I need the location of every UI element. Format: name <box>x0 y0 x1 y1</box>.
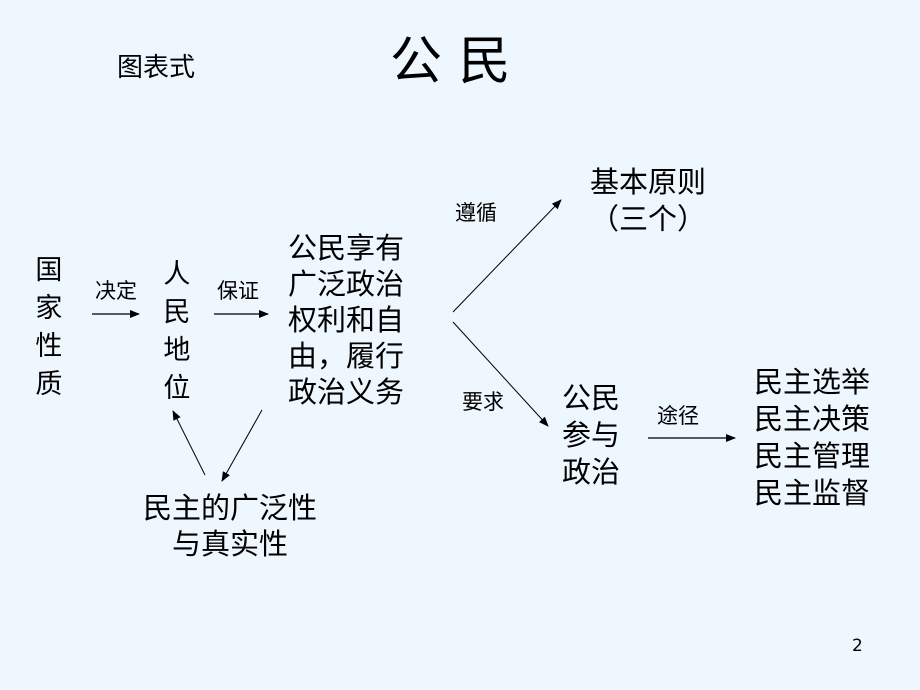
node-state-nature: 国家性质 <box>35 255 63 400</box>
node-citizen-rights: 公民享有 广泛政治 权利和自 由，履行 政治义务 <box>288 231 405 409</box>
node-basic-principles: 基本原则 <box>590 165 707 199</box>
label-determines: 决定 <box>95 279 137 303</box>
slide-subtitle: 图表式 <box>117 53 196 83</box>
node-citizen-participation: 公民 参与 政治 <box>562 381 621 489</box>
page-number: 2 <box>852 636 863 656</box>
slide-title: 公 民 <box>390 32 511 92</box>
node-democracy-quality: 民主的广泛性 与真实性 <box>142 491 317 561</box>
node-people-status: 人民地位 <box>163 259 191 404</box>
label-via: 途径 <box>657 404 699 428</box>
node-basic-principles-note: （三个） <box>590 202 707 236</box>
arrow-rights-to-quality <box>221 409 263 482</box>
label-requires: 要求 <box>462 390 504 414</box>
arrow-requires <box>452 321 549 427</box>
label-guarantees: 保证 <box>217 279 259 303</box>
arrow-quality-to-status <box>172 410 206 476</box>
node-democracy-forms: 民主选举 民主决策 民主管理 民主监督 <box>754 365 871 510</box>
arrow-follows <box>452 199 562 313</box>
label-follows: 遵循 <box>455 201 497 225</box>
